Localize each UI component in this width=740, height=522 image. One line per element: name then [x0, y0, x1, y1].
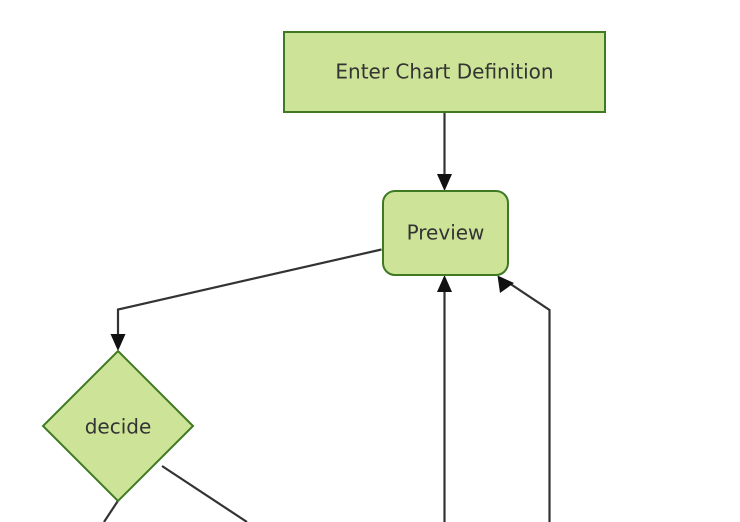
edge-return-center-to-preview-arrowhead [437, 275, 452, 292]
node-decide-shape[interactable] [41, 349, 195, 503]
node-enter-chart-definition[interactable]: Enter Chart Definition [283, 31, 606, 113]
edge-return-right-to-preview-arrowhead [497, 275, 514, 293]
edge-enter-to-preview-arrowhead [437, 174, 452, 191]
edge-enter-to-preview [437, 113, 452, 191]
node-decide[interactable]: decide [41, 349, 195, 503]
node-enter-chart-definition-shape[interactable] [283, 31, 606, 113]
edge-preview-to-decide [110, 248, 382, 351]
edge-decide-right-branch [161, 465, 248, 522]
edge-return-right-to-preview-line [505, 280, 551, 522]
node-decide-label: decide [85, 415, 152, 439]
edge-preview-to-decide-line [116, 248, 382, 342]
node-preview[interactable]: Preview [382, 190, 509, 276]
edge-return-right-to-preview [497, 275, 551, 522]
node-preview-label: Preview [407, 221, 485, 245]
edge-return-center-to-preview [437, 275, 452, 522]
edge-decide-right-branch-line [161, 465, 248, 522]
node-enter-chart-definition-label: Enter Chart Definition [335, 60, 553, 84]
edge-decide-left-branch [103, 499, 120, 522]
edge-preview-to-decide-arrowhead [110, 334, 126, 351]
edge-decide-left-branch-line [103, 499, 120, 522]
node-preview-shape[interactable] [382, 190, 509, 276]
